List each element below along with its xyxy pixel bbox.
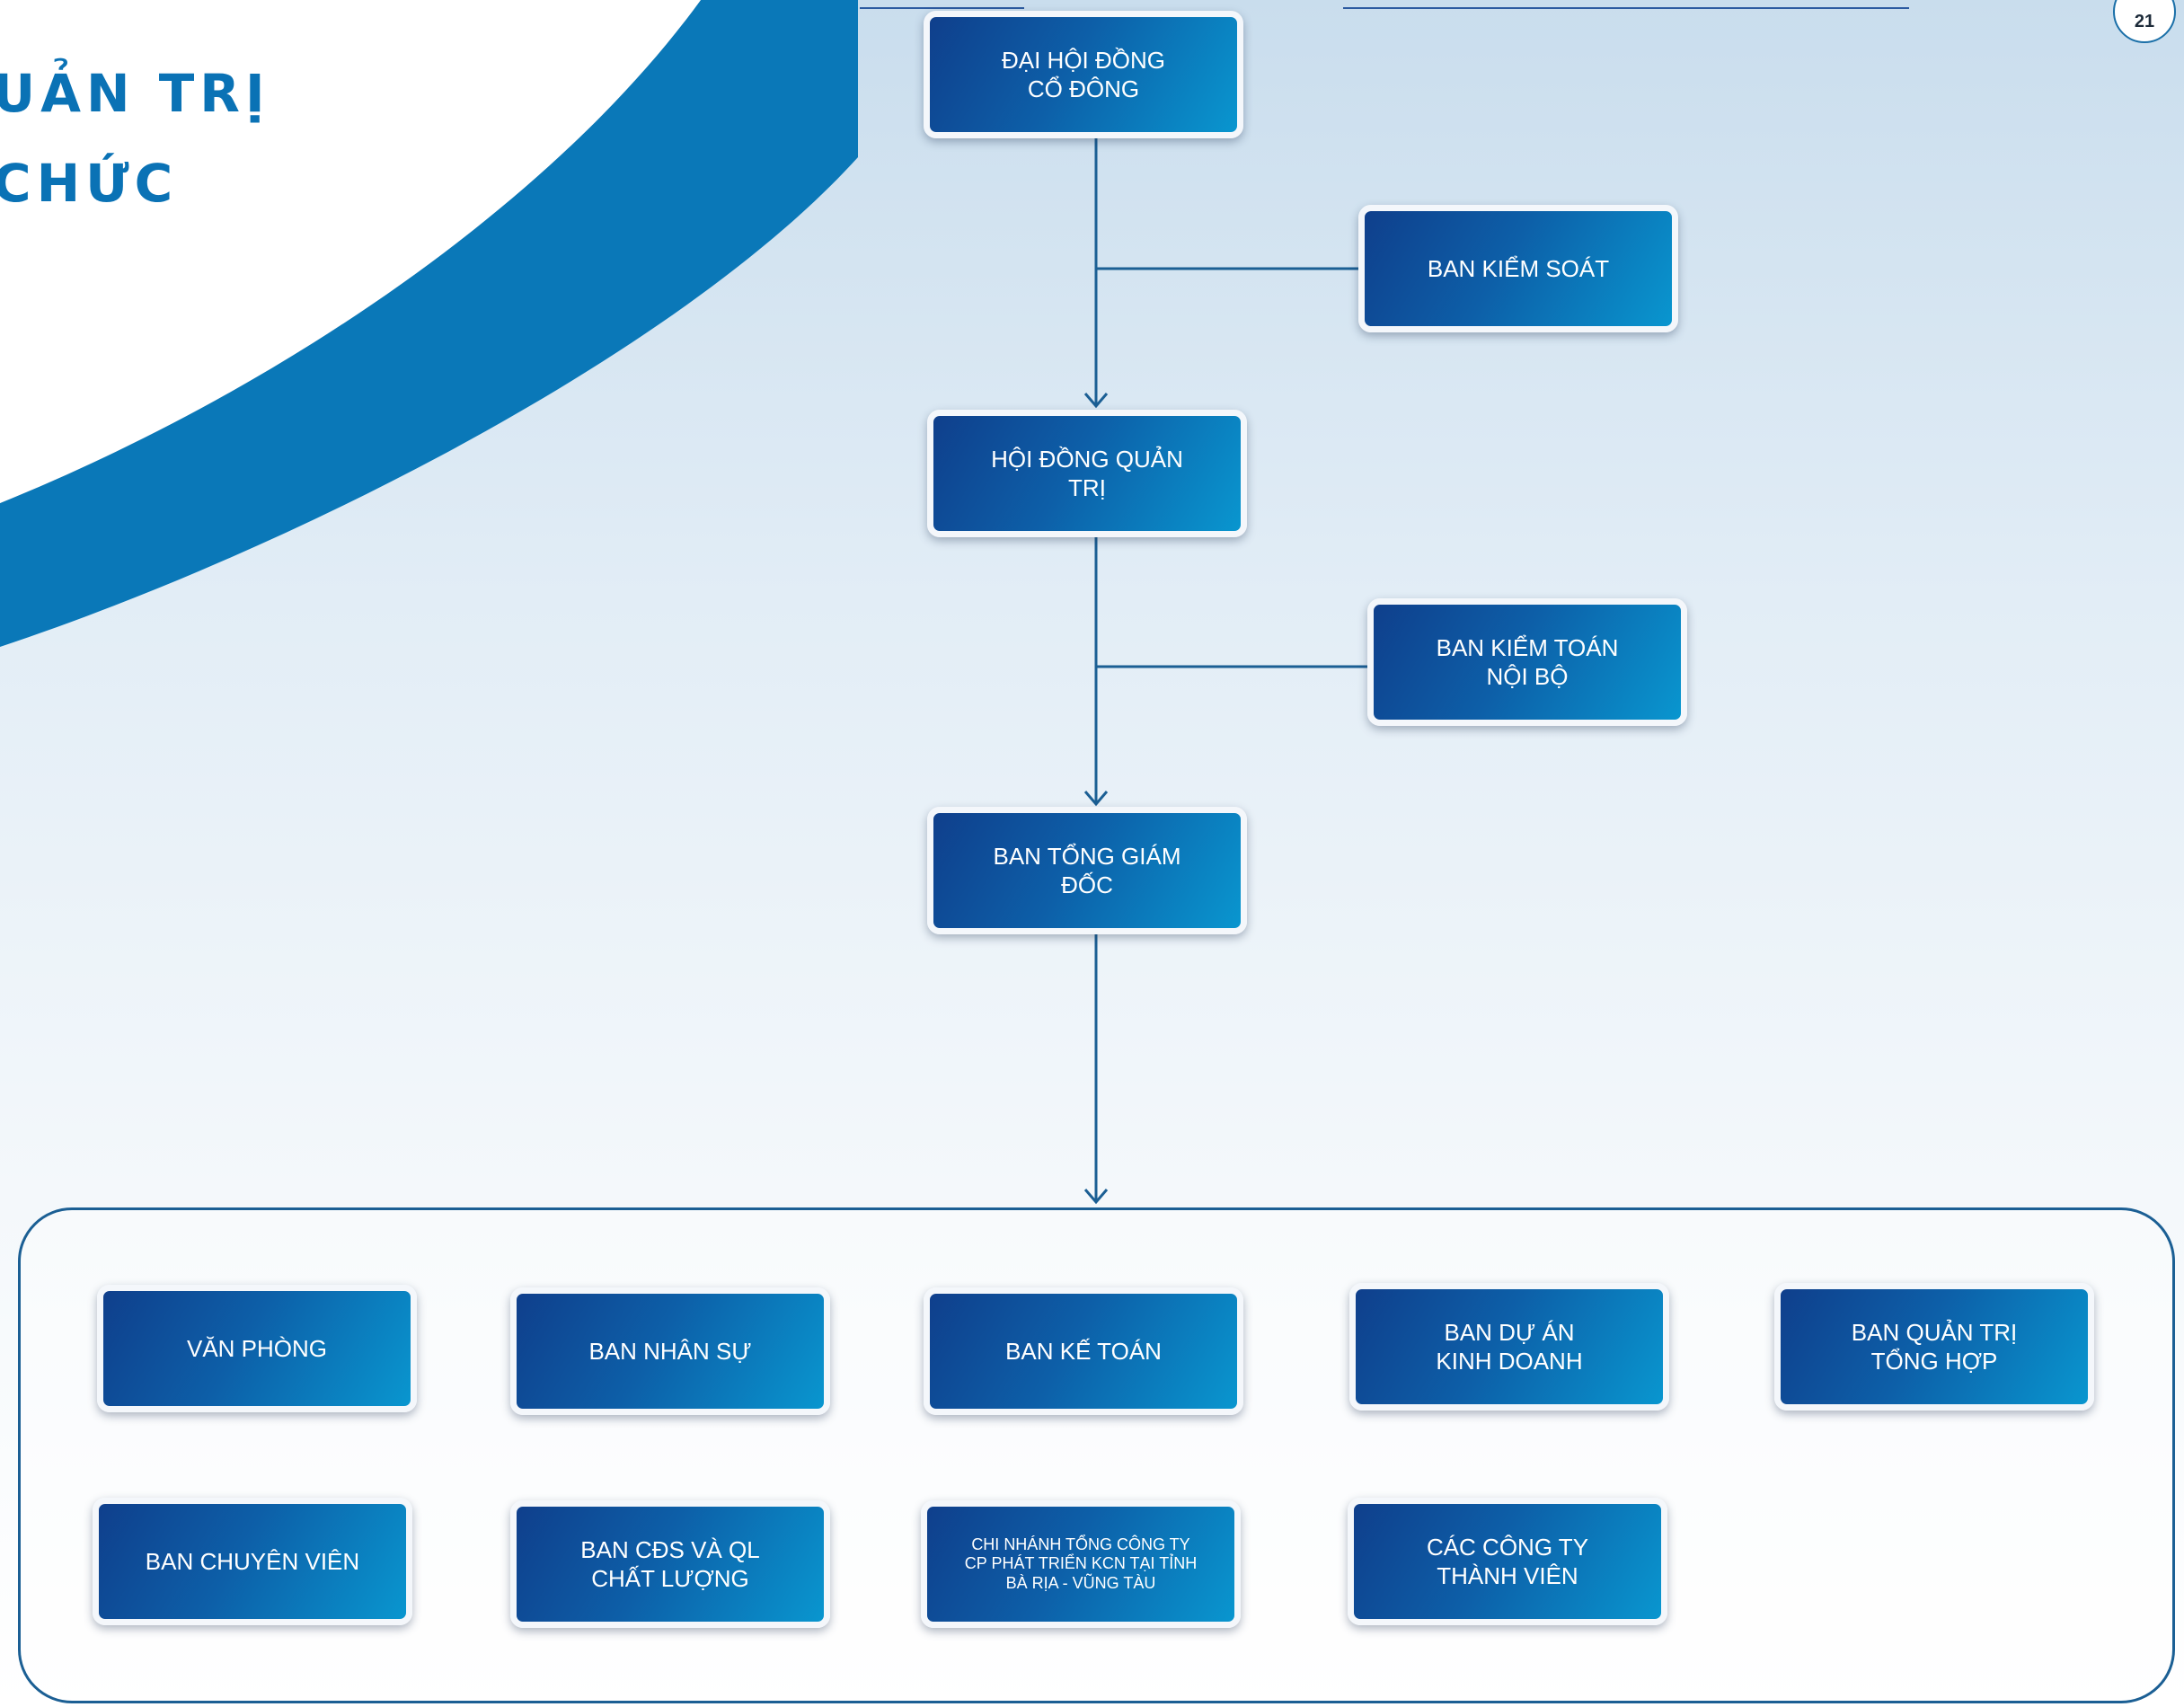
department-van-phong: VĂN PHÒNG: [97, 1285, 417, 1412]
department-ban-cds-va-ql-chat-luong: BAN CĐS VÀ QL CHẤT LƯỢNG: [510, 1500, 830, 1628]
node-dai-hoi-dong-co-dong: ĐẠI HỘI ĐỒNG CỔ ĐÔNG: [924, 11, 1243, 138]
department-chi-nhanh-ba-ria-vung-tau: CHI NHÁNH TỔNG CÔNG TY CP PHÁT TRIỂN KCN…: [921, 1500, 1241, 1628]
department-label: BAN DỰ ÁN KINH DOANH: [1436, 1318, 1583, 1375]
swoosh-white: [0, 0, 701, 503]
node-ban-tong-giam-doc: BAN TỔNG GIÁM ĐỐC: [927, 807, 1247, 934]
node-ban-kiem-toan-noi-bo: BAN KIỂM TOÁN NỘI BỘ: [1367, 598, 1687, 726]
department-label: CHI NHÁNH TỔNG CÔNG TY CP PHÁT TRIỂN KCN…: [964, 1535, 1198, 1592]
page-number: 21: [2134, 12, 2155, 31]
department-ban-ke-toan: BAN KẾ TOÁN: [924, 1287, 1243, 1415]
arrow-to-departments: [1083, 1189, 1109, 1205]
node-label: HỘI ĐỒNG QUẢN TRỊ: [991, 445, 1183, 502]
department-ban-chuyen-vien: BAN CHUYÊN VIÊN: [93, 1498, 412, 1625]
node-label: BAN KIỂM TOÁN NỘI BỘ: [1436, 633, 1619, 691]
node-label: BAN KIỂM SOÁT: [1427, 254, 1610, 282]
department-ban-quan-tri-tong-hop: BAN QUẢN TRỊ TỔNG HỢP: [1774, 1283, 2094, 1411]
department-label: BAN QUẢN TRỊ TỔNG HỢP: [1851, 1318, 2018, 1375]
top-divider-lines: [860, 7, 1909, 9]
arrow-to-btgd: [1083, 791, 1109, 807]
department-label: CÁC CÔNG TY THÀNH VIÊN: [1426, 1533, 1589, 1590]
department-label: BAN KẾ TOÁN: [1005, 1337, 1162, 1365]
node-label: BAN TỔNG GIÁM ĐỐC: [993, 842, 1181, 899]
department-ban-nhan-su: BAN NHÂN SỰ: [510, 1287, 830, 1415]
node-ban-kiem-soat: BAN KIỂM SOÁT: [1358, 205, 1678, 332]
department-label: BAN NHÂN SỰ: [588, 1337, 752, 1365]
arrow-to-hdqt: [1083, 393, 1109, 409]
department-ban-du-an-kinh-doanh: BAN DỰ ÁN KINH DOANH: [1349, 1283, 1669, 1411]
page-title-line-1: UẢN TRỊ: [0, 63, 270, 124]
node-label: ĐẠI HỘI ĐỒNG CỔ ĐÔNG: [1001, 46, 1165, 103]
department-label: BAN CHUYÊN VIÊN: [145, 1547, 360, 1575]
department-label: BAN CĐS VÀ QL CHẤT LƯỢNG: [580, 1535, 760, 1593]
department-cac-cong-ty-thanh-vien: CÁC CÔNG TY THÀNH VIÊN: [1348, 1498, 1667, 1625]
swoosh-blue: [0, 0, 858, 647]
node-hoi-dong-quan-tri: HỘI ĐỒNG QUẢN TRỊ: [927, 410, 1247, 537]
department-label: VĂN PHÒNG: [186, 1334, 328, 1362]
page-title-line-2: CHỨC: [0, 153, 179, 214]
